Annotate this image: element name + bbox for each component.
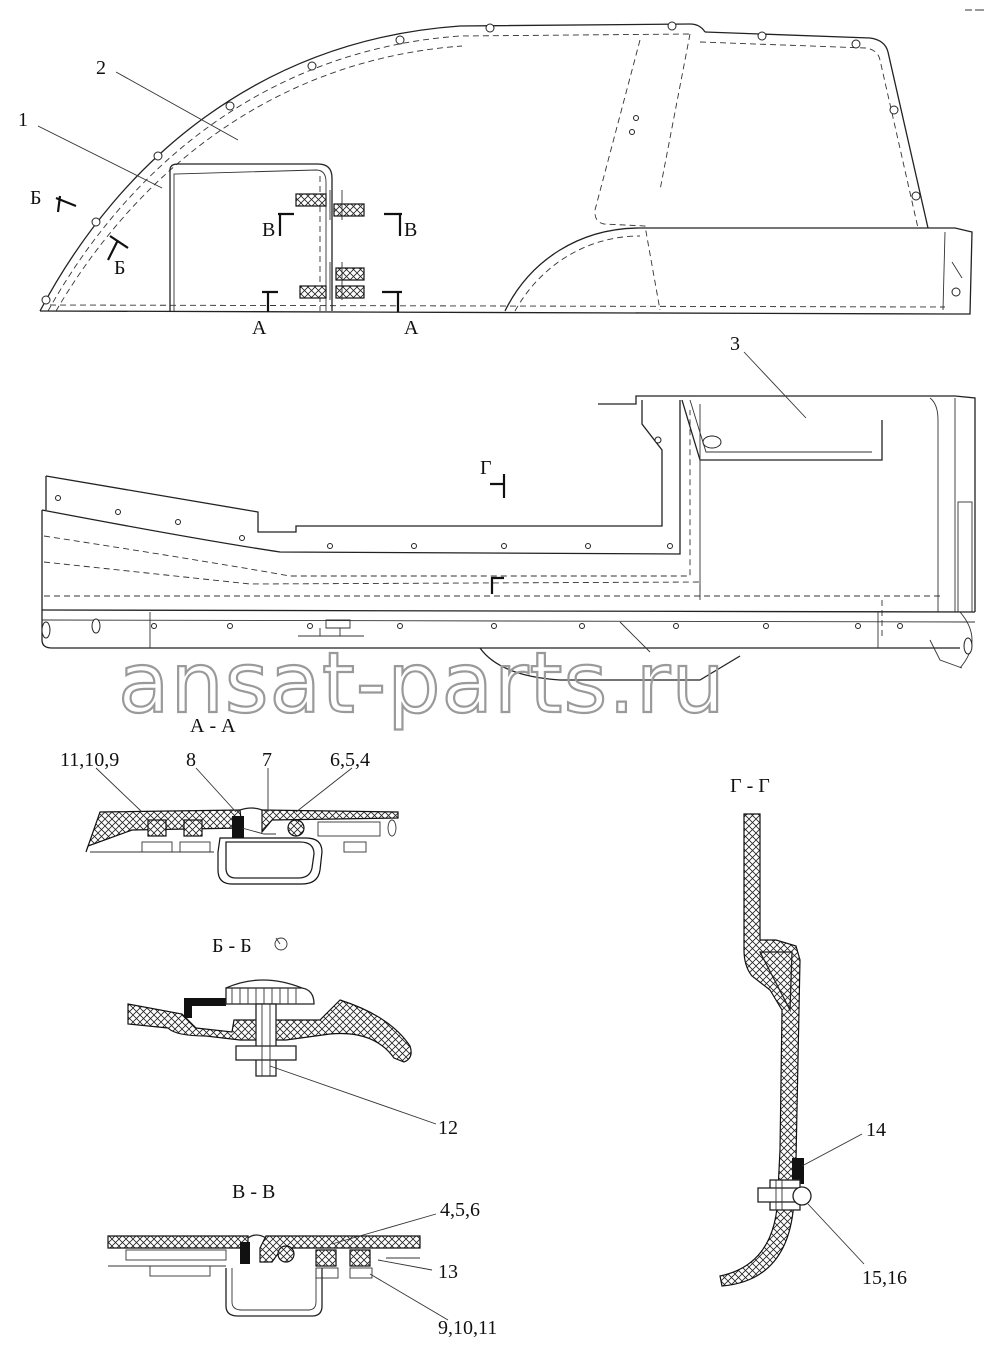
part-label-7: 7: [262, 749, 272, 771]
cut-mark-a-left: А: [252, 317, 267, 339]
middle-panel-view: [41, 351, 976, 681]
section-gg: [719, 813, 865, 1287]
hinge-lower: [299, 262, 365, 300]
section-bb: [127, 979, 437, 1125]
section-title-bb: Б - Б: [212, 935, 252, 957]
section-title-vv: В - В: [232, 1181, 275, 1203]
edge-fasteners: [41, 21, 921, 305]
part-label-12: 12: [438, 1117, 458, 1139]
cut-mark-v-left: В: [262, 219, 275, 241]
part-label-2: 2: [96, 57, 106, 79]
panel-holes: [41, 495, 973, 655]
part-label-13: 13: [438, 1261, 458, 1283]
cut-mark-v: [278, 212, 402, 236]
cut-mark-b-lower: Б: [114, 257, 125, 279]
cut-mark-b: [55, 195, 129, 261]
rotate-icon: [274, 937, 288, 951]
cut-mark-g: Г: [480, 457, 492, 479]
top-panel-view: [37, 21, 973, 315]
cut-mark-b-upper: Б: [30, 187, 41, 209]
part-label-3: 3: [730, 333, 740, 355]
part-label-15-16: 15,16: [862, 1267, 907, 1289]
part-label-4-5-6: 4,5,6: [440, 1199, 480, 1221]
section-title-aa: А - А: [190, 715, 236, 737]
section-aa: [85, 767, 399, 885]
part-label-9-10-11: 9,10,11: [438, 1317, 497, 1339]
section-vv: [107, 1213, 449, 1321]
section-title-gg: Г - Г: [730, 775, 770, 797]
part-label-1: 1: [18, 109, 28, 131]
part-label-14: 14: [866, 1119, 886, 1141]
cut-mark-a-right: А: [404, 317, 419, 339]
part-label-6-5-4: 6,5,4: [330, 749, 370, 771]
part-label-11-10-9: 11,10,9: [60, 749, 119, 771]
hinge-upper: [295, 190, 365, 220]
part-label-8: 8: [186, 749, 196, 771]
cut-mark-a: [262, 290, 402, 312]
cut-mark-v-right: В: [404, 219, 417, 241]
watermark-text: ansat-parts.ru: [118, 634, 726, 732]
